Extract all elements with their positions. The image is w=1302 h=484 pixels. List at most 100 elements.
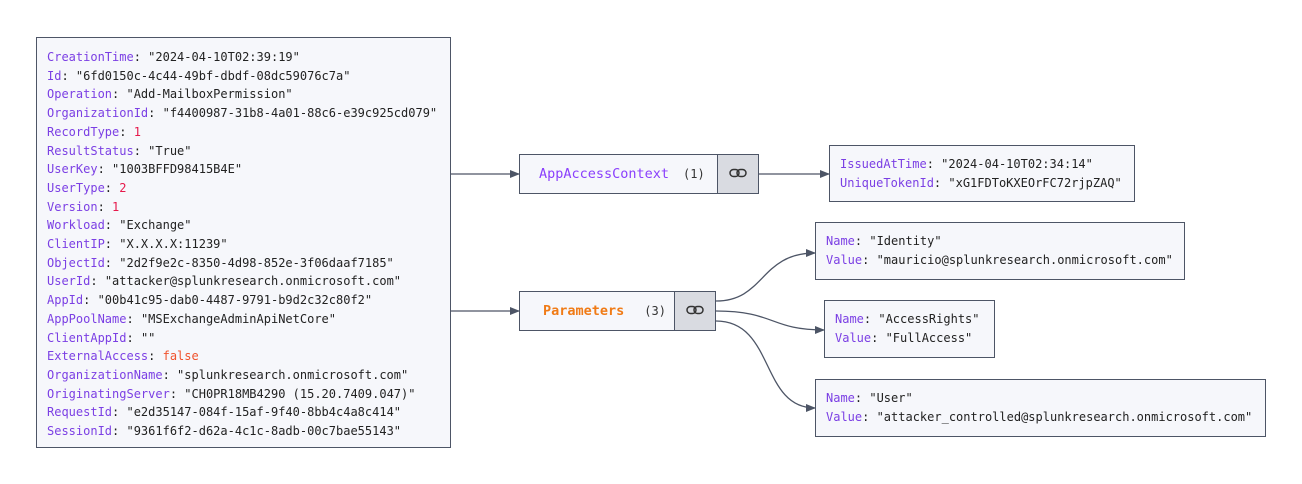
field-row: ExternalAccess: false — [47, 347, 199, 366]
parameters-link-button[interactable] — [674, 292, 715, 330]
field-key: ClientAppId — [47, 330, 127, 345]
field-value: "xG1FDToKXEOrFC72rjpZAQ" — [948, 175, 1122, 190]
field-key: IssuedAtTime — [840, 157, 927, 171]
field-value: false — [162, 349, 199, 364]
field-separator: : — [112, 405, 127, 420]
link-icon — [729, 167, 747, 182]
field-value: "True" — [148, 143, 192, 158]
field-value: "CH0PR18MB4290 (15.20.7409.047)" — [184, 386, 416, 401]
edge-parameters-to-accessrights — [715, 310, 825, 334]
field-row: SessionId: "9361f6f2-d62a-4c1c-8adb-00c7… — [47, 422, 401, 441]
field-separator: : — [97, 199, 113, 214]
field-row: Name: "User" — [826, 389, 913, 408]
field-key: Name — [835, 312, 864, 326]
field-value: "User" — [869, 391, 913, 405]
field-value: "2024-04-10T02:39:19" — [148, 50, 300, 64]
parameters-node[interactable]: Parameters (3) — [519, 291, 716, 331]
field-value: 1 — [112, 199, 120, 214]
field-value: "X.X.X.X:11239" — [119, 237, 228, 251]
field-key: ClientIP — [47, 237, 105, 251]
field-row: Value: "attacker_controlled@splunkresear… — [826, 408, 1252, 427]
field-key: SessionId — [47, 424, 113, 438]
field-row: OriginatingServer: "CH0PR18MB4290 (15.20… — [47, 385, 415, 404]
field-value: "Identity" — [869, 234, 942, 248]
field-separator: : — [926, 157, 942, 171]
field-row: Value: "mauricio@splunkresearch.onmicros… — [826, 251, 1173, 270]
edge-parameters-to-identity — [715, 249, 816, 302]
field-key: UserId — [47, 274, 91, 289]
parameters-count: (3) — [644, 304, 666, 318]
parameters-label: Parameters — [543, 303, 625, 319]
field-row: ResultStatus: "True" — [47, 142, 192, 161]
field-key: AppPoolName — [47, 311, 127, 326]
field-row: CreationTime: "2024-04-10T02:39:19" — [47, 48, 300, 67]
field-separator: : — [112, 87, 127, 102]
field-separator: : — [148, 349, 163, 364]
field-row: IssuedAtTime: "2024-04-10T02:34:14" — [840, 155, 1093, 174]
field-key: Id — [47, 68, 62, 83]
field-key: OrganizationId — [47, 106, 149, 121]
field-value: "f4400987-31b8-4a01-88c6-e39c925cd079" — [162, 106, 438, 121]
field-key: OrganizationName — [47, 367, 163, 382]
appaccesscontext-count: (1) — [683, 167, 705, 181]
parameter-accessrights-node: Name: "AccessRights" Value: "FullAccess" — [824, 300, 995, 358]
field-row: ClientAppId: "" — [47, 329, 155, 348]
field-key: Name — [826, 391, 855, 405]
edge-parameters-to-user — [715, 320, 816, 412]
link-icon — [686, 304, 704, 319]
field-separator: : — [854, 234, 870, 248]
field-separator: : — [119, 124, 134, 139]
field-row: UniqueTokenId: "xG1FDToKXEOrFC72rjpZAQ" — [840, 174, 1122, 193]
field-separator: : — [133, 143, 149, 158]
field-separator: : — [104, 180, 120, 195]
field-key: Value — [826, 409, 863, 424]
parameter-identity-node: Name: "Identity"Value: "mauricio@splunkr… — [815, 222, 1185, 280]
field-row: RecordType: 1 — [47, 123, 141, 142]
field-key: ResultStatus — [47, 143, 134, 158]
field-row: AppId: "00b41c95-dab0-4487-9791-b9d2c32c… — [47, 291, 372, 310]
field-separator: : — [862, 252, 877, 267]
field-value: "attacker@splunkresearch.onmicrosoft.com… — [104, 274, 402, 289]
parameter-user-node: Name: "User"Value: "attacker_controlled@… — [815, 379, 1266, 437]
field-value: "Exchange" — [119, 218, 192, 233]
field-separator: : — [871, 330, 886, 345]
field-key: RecordType — [47, 124, 120, 139]
field-key: UniqueTokenId — [840, 175, 934, 190]
field-separator: : — [104, 255, 120, 270]
field-value: "AccessRights" — [878, 312, 980, 326]
field-separator: : — [863, 312, 879, 326]
field-separator: : — [83, 293, 98, 308]
field-row: ObjectId: "2d2f9e2c-8350-4d98-852e-3f06d… — [47, 254, 394, 273]
field-separator: : — [862, 409, 877, 424]
field-row: Workload: "Exchange" — [47, 216, 192, 235]
field-row: UserType: 2 — [47, 179, 126, 198]
field-separator: : — [169, 386, 185, 401]
field-row: Value: "FullAccess" — [835, 329, 972, 348]
field-row: Operation: "Add-MailboxPermission" — [47, 85, 293, 104]
field-key: ExternalAccess — [47, 349, 149, 364]
field-row: OrganizationId: "f4400987-31b8-4a01-88c6… — [47, 104, 437, 123]
field-key: OriginatingServer — [47, 386, 170, 401]
field-value: "Add-MailboxPermission" — [126, 87, 293, 102]
field-row: ClientIP: "X.X.X.X:11239" — [47, 235, 228, 254]
appaccesscontext-label: AppAccessContext — [539, 166, 670, 182]
field-key: Value — [835, 330, 872, 345]
field-row: Id: "6fd0150c-4c44-49bf-dbdf-08dc59076c7… — [47, 67, 350, 86]
root-object-node: CreationTime: "2024-04-10T02:39:19"Id: "… — [36, 37, 451, 448]
field-value: "attacker_controlled@splunkresearch.onmi… — [876, 409, 1253, 424]
field-separator: : — [61, 68, 76, 83]
appaccesscontext-link-button[interactable] — [717, 155, 758, 193]
field-key: UserType — [47, 180, 105, 195]
field-separator: : — [97, 162, 113, 177]
field-key: UserKey — [47, 162, 98, 177]
appaccesscontext-node[interactable]: AppAccessContext (1) — [519, 154, 759, 194]
field-key: Version — [47, 199, 98, 214]
field-value: "2024-04-10T02:34:14" — [941, 157, 1093, 171]
field-value: "" — [140, 330, 156, 345]
field-value: "6fd0150c-4c44-49bf-dbdf-08dc59076c7a" — [75, 68, 351, 83]
field-row: RequestId: "e2d35147-084f-15af-9f40-8bb4… — [47, 403, 401, 422]
field-separator: : — [112, 424, 127, 438]
field-key: CreationTime — [47, 50, 134, 64]
field-value: "e2d35147-084f-15af-9f40-8bb4c4a8c414" — [126, 405, 402, 420]
